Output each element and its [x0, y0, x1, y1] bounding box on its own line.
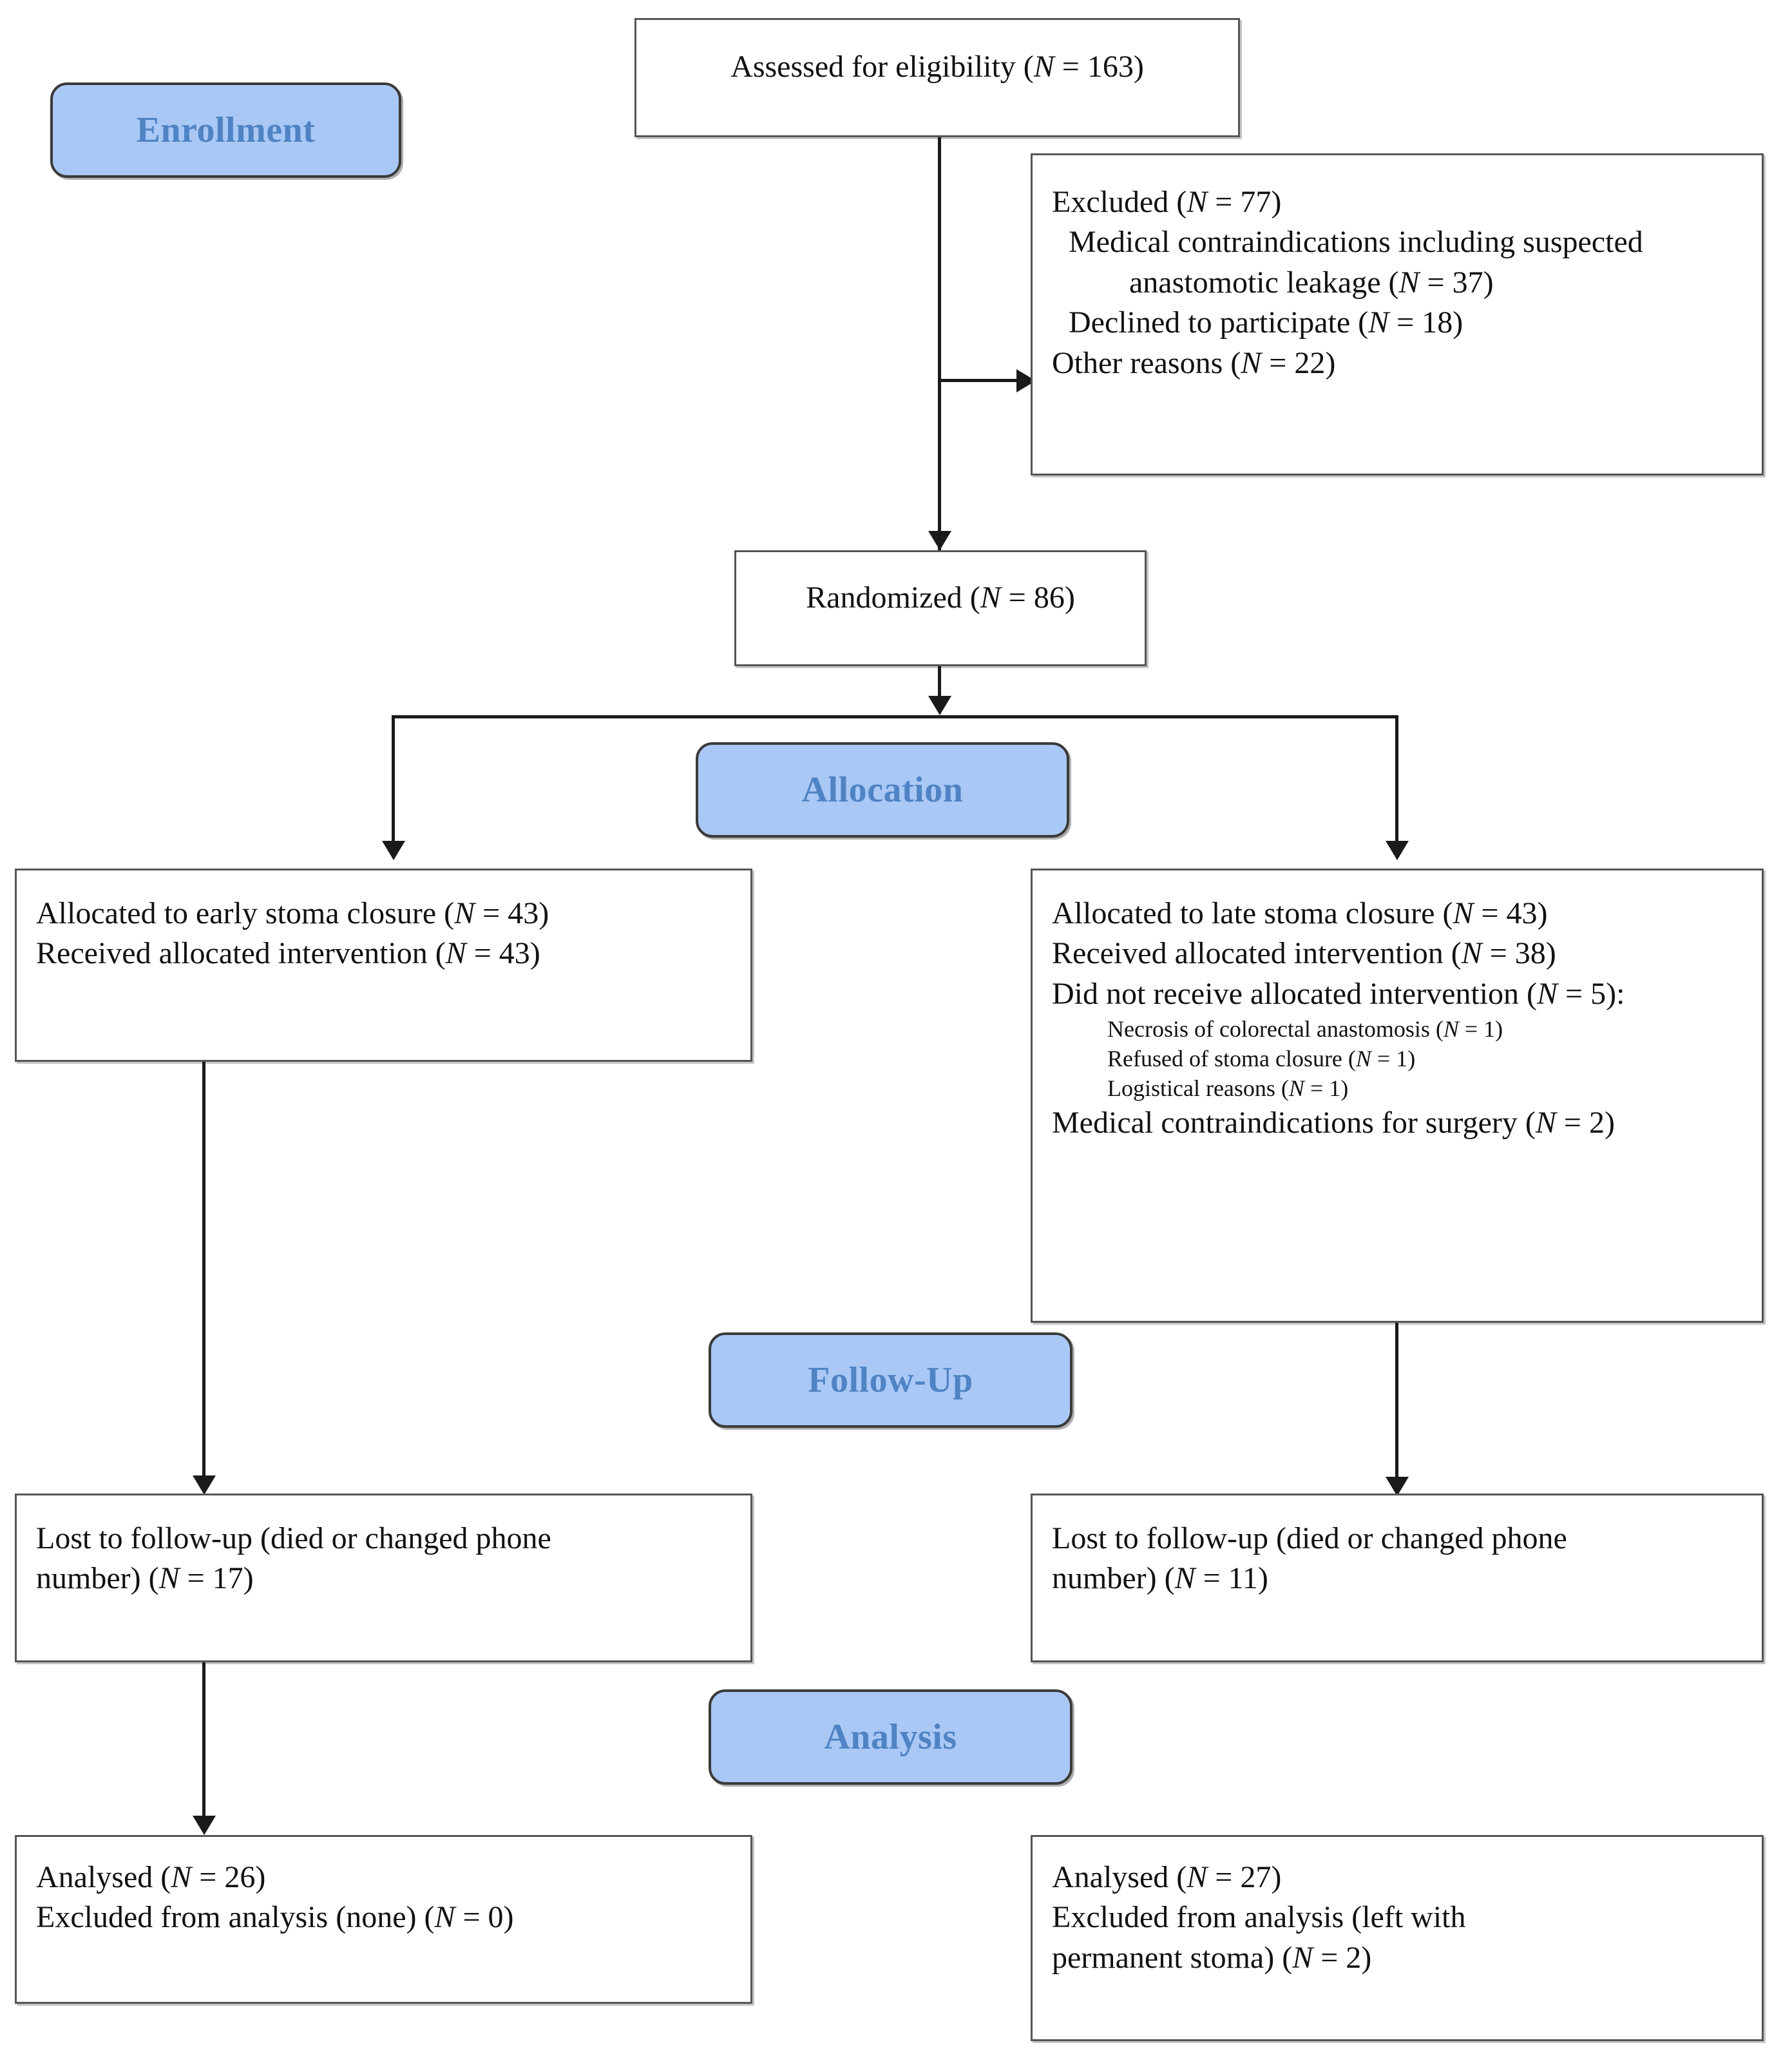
- followup-left-line-2: number) (N = 17): [36, 1561, 254, 1596]
- connector-split-left-drop: [392, 715, 395, 844]
- analysis-left-line-1: Analysed (N = 26): [36, 1860, 266, 1894]
- connector-split-right-drop: [1395, 715, 1398, 844]
- allocation-right-line-3: Did not receive allocated intervention (…: [1052, 976, 1625, 1011]
- analysis-right-line-3: permanent stoma) (N = 2): [1052, 1940, 1372, 1975]
- box-assessed-for-eligibility: Assessed for eligibility (N = 163): [634, 18, 1240, 137]
- analysis-left-line-2: Excluded from analysis (none) (N = 0): [36, 1900, 514, 1935]
- box-followup-right: Lost to follow-up (died or changed phone…: [1031, 1494, 1764, 1662]
- stage-badge-enrollment-label: Enrollment: [136, 110, 316, 150]
- connector-assessed-to-randomized: [938, 137, 941, 550]
- box-randomized: Randomized (N = 86): [734, 550, 1147, 666]
- connector-followup-left-to-analysis: [202, 1662, 205, 1820]
- stage-badge-followup-label: Follow-Up: [808, 1360, 973, 1400]
- excluded-line-4: Declined to participate (N = 18): [1069, 305, 1463, 340]
- excluded-line-2: Medical contraindications including susp…: [1069, 225, 1643, 260]
- box-analysis-left: Analysed (N = 26) Excluded from analysis…: [15, 1835, 752, 2004]
- allocation-right-sub-2: Refused of stoma closure (N = 1): [1107, 1046, 1416, 1072]
- stage-badge-enrollment: Enrollment: [50, 82, 401, 178]
- stage-badge-allocation: Allocation: [696, 742, 1069, 838]
- stage-badge-followup: Follow-Up: [709, 1332, 1072, 1428]
- excluded-line-3: anastomotic leakage (N = 37): [1129, 265, 1494, 300]
- analysis-right-line-1: Analysed (N = 27): [1052, 1860, 1282, 1894]
- connector-allocation-left-to-followup: [202, 1062, 205, 1481]
- followup-left-line-1: Lost to follow-up (died or changed phone: [36, 1521, 551, 1555]
- connector-trunk-to-excluded: [938, 379, 1016, 382]
- allocation-right-line-2: Received allocated intervention (N = 38): [1052, 936, 1556, 971]
- allocation-left-line-1: Allocated to early stoma closure (N = 43…: [36, 896, 549, 930]
- analysis-right-line-2: Excluded from analysis (left with: [1052, 1900, 1466, 1935]
- arrowhead-to-followup-right: [1386, 1477, 1409, 1496]
- allocation-right-line-4: Medical contraindications for surgery (N…: [1052, 1106, 1615, 1140]
- arrowhead-randomized-split: [928, 696, 951, 715]
- followup-right-line-2: number) (N = 11): [1052, 1561, 1268, 1596]
- box-allocation-early: Allocated to early stoma closure (N = 43…: [15, 869, 752, 1062]
- allocation-right-line-1: Allocated to late stoma closure (N = 43): [1052, 896, 1548, 930]
- arrowhead-to-allocation-left: [382, 841, 405, 860]
- stage-badge-analysis-label: Analysis: [824, 1717, 957, 1757]
- connector-split-bar: [392, 715, 1398, 718]
- randomized-line-1: Randomized (N = 86): [806, 581, 1075, 615]
- excluded-line-5: Other reasons (N = 22): [1052, 345, 1336, 380]
- arrowhead-to-allocation-right: [1386, 841, 1409, 860]
- allocation-left-line-2: Received allocated intervention (N = 43): [36, 936, 540, 971]
- box-analysis-right: Analysed (N = 27) Excluded from analysis…: [1031, 1835, 1764, 2041]
- allocation-right-sub-1: Necrosis of colorectal anastomosis (N = …: [1107, 1016, 1503, 1042]
- stage-badge-allocation-label: Allocation: [801, 770, 964, 810]
- allocation-right-sub-3: Logistical reasons (N = 1): [1107, 1075, 1349, 1102]
- connector-allocation-right-to-followup: [1395, 1323, 1398, 1483]
- box-excluded: Excluded (N = 77) Medical contraindicati…: [1031, 153, 1764, 476]
- followup-right-line-1: Lost to follow-up (died or changed phone: [1052, 1521, 1567, 1555]
- arrowhead-to-randomized: [928, 531, 951, 550]
- arrowhead-to-analysis-left: [193, 1816, 216, 1835]
- excluded-line-1: Excluded (N = 77): [1052, 185, 1282, 219]
- box-allocation-late: Allocated to late stoma closure (N = 43)…: [1031, 869, 1764, 1323]
- assessed-line-1: Assessed for eligibility (N = 163): [730, 50, 1144, 84]
- arrowhead-to-followup-left: [193, 1475, 216, 1495]
- connector-randomized-down: [938, 666, 941, 698]
- box-followup-left: Lost to follow-up (died or changed phone…: [15, 1494, 752, 1662]
- stage-badge-analysis: Analysis: [709, 1689, 1072, 1785]
